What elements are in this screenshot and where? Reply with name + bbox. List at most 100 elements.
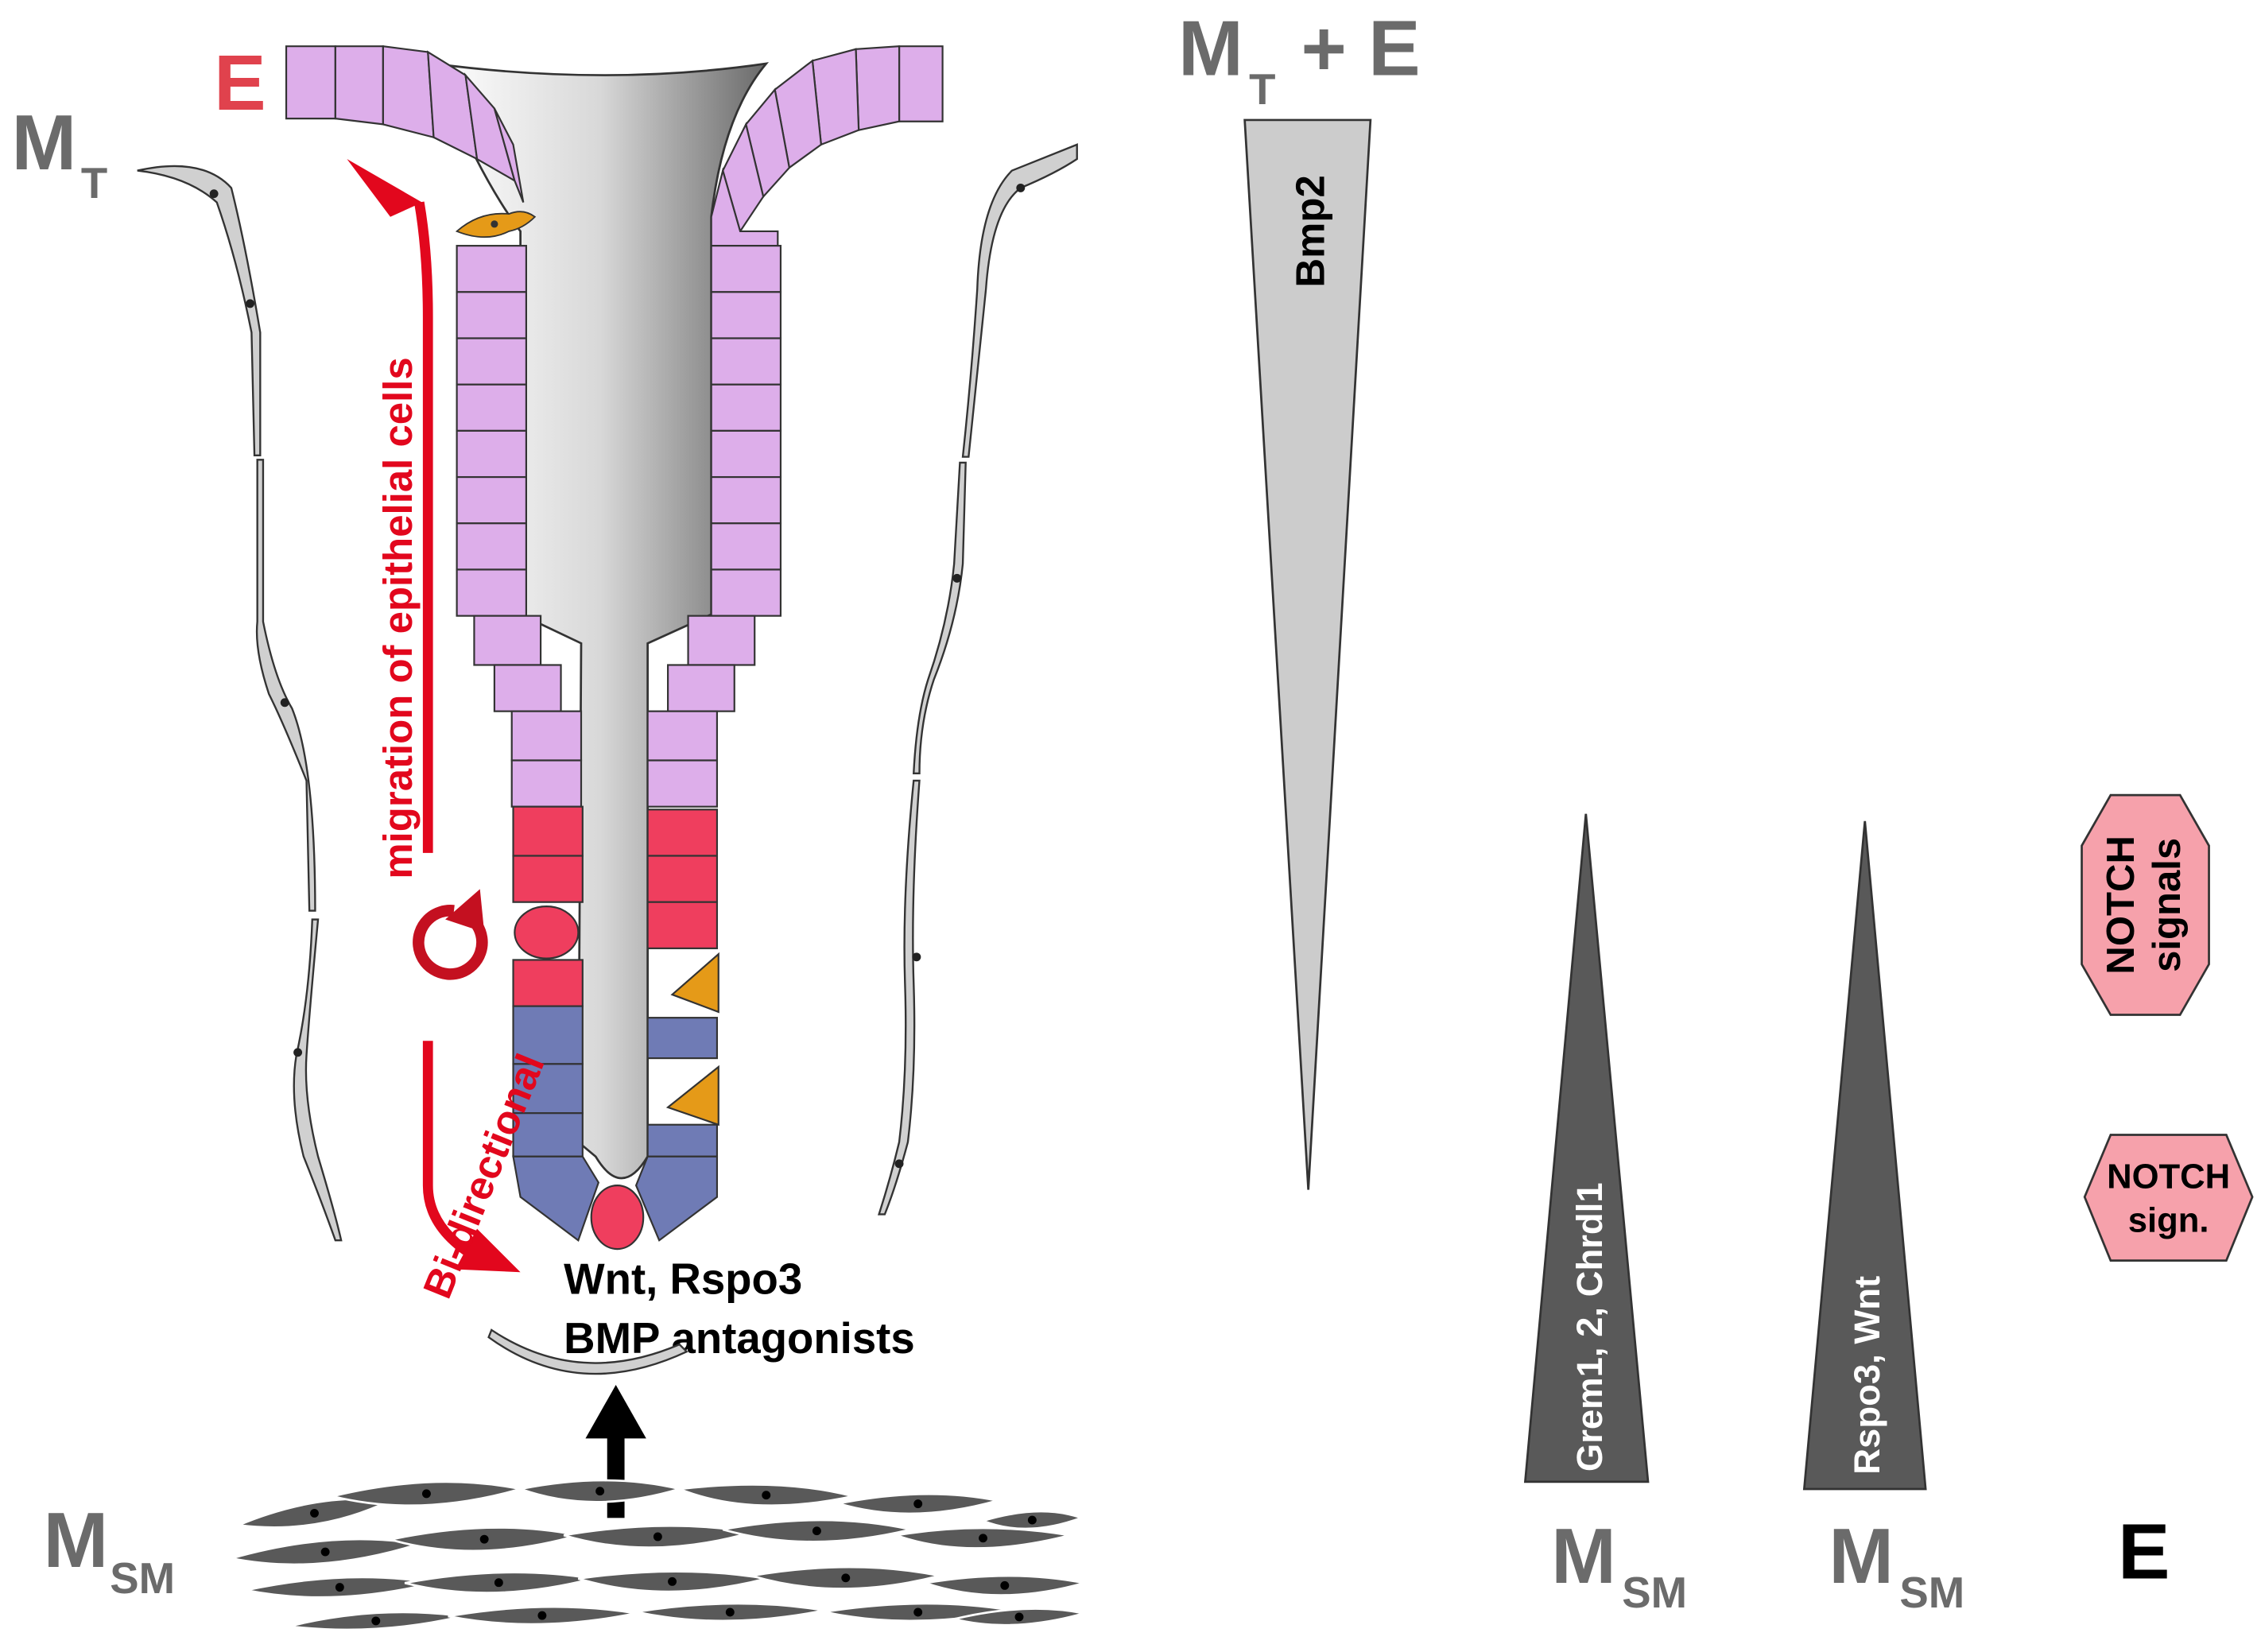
smooth-muscle-nucleus <box>421 1489 431 1499</box>
migration-arrow <box>347 159 521 1273</box>
bmp-antagonists-gradient <box>1523 813 1650 1483</box>
epithelial-cell <box>710 383 782 432</box>
paneth-cell <box>665 1064 719 1127</box>
smooth-muscle-layer <box>231 1479 1085 1631</box>
epithelial-cell-layer <box>285 45 944 1251</box>
pericryptal-cell <box>487 1328 688 1375</box>
epithelial-cell <box>456 337 527 386</box>
paneth-cell <box>670 952 719 1014</box>
epithelium-label: E <box>214 39 266 126</box>
epithelial-cell <box>493 664 562 712</box>
mt-label-main: M <box>12 99 77 186</box>
telocyte-left-lower <box>293 918 343 1242</box>
epithelial-cell <box>710 475 782 525</box>
epithelial-cell <box>898 45 944 122</box>
notch-signals-lower <box>2083 1134 2254 1262</box>
epithelial-cell <box>646 710 719 762</box>
smooth-muscle-nucleus <box>537 1611 547 1620</box>
epithelial-cell <box>334 45 384 126</box>
epithelial-cell <box>382 45 435 139</box>
epithelial-cell <box>510 710 583 762</box>
smooth-muscle-nucleus <box>371 1616 381 1626</box>
transit-amplifying-cell <box>646 901 719 949</box>
stem-cell <box>512 1112 584 1158</box>
circular-arrow-icon <box>413 889 488 980</box>
msm-label-sub: SM <box>110 1554 175 1603</box>
epithelial-cell <box>456 383 527 432</box>
notch-lower-line1: NOTCH <box>2107 1158 2230 1196</box>
mt-e-label-sub: T <box>1249 65 1275 114</box>
notch-signals-upper <box>2081 793 2210 1016</box>
telocyte-right-middle <box>912 461 967 775</box>
e-label-bottom: E <box>2118 1508 2170 1596</box>
smooth-muscle-nucleus <box>913 1607 923 1617</box>
epithelial-cell <box>473 615 542 666</box>
msm-label-1-main: M <box>1551 1512 1616 1600</box>
transit-amplifying-cell <box>646 809 719 857</box>
signals-line2: BMP antagonists <box>564 1314 915 1363</box>
telocyte-nuclei <box>209 183 1026 1169</box>
smooth-muscle-nucleus <box>1027 1515 1037 1525</box>
smooth-muscle-nucleus <box>913 1499 923 1509</box>
rspo-wnt-gradient <box>1802 820 1927 1491</box>
rspo-wnt-label: Rspo3, Wnt <box>1847 1276 1887 1475</box>
stem-cell <box>634 1155 719 1242</box>
mt-label-sub: T <box>81 159 107 207</box>
smooth-muscle-nucleus <box>762 1491 771 1500</box>
epithelial-cell <box>510 759 583 808</box>
smooth-muscle-nucleus <box>595 1487 605 1496</box>
smooth-muscle-nucleus <box>479 1534 489 1544</box>
epithelial-cell <box>493 107 525 203</box>
epithelial-cell <box>710 291 782 339</box>
smooth-muscle-nucleus <box>979 1534 987 1543</box>
smooth-muscle-nucleus <box>1000 1580 1010 1590</box>
smooth-muscle-nucleus <box>668 1576 677 1586</box>
telocyte-right-lower <box>877 779 921 1216</box>
bmp2-gradient <box>1243 118 1372 1190</box>
epithelial-cell <box>285 45 336 120</box>
epithelial-cell <box>456 522 527 571</box>
smooth-muscle-nucleus <box>1014 1612 1024 1622</box>
epithelial-cell <box>646 759 719 808</box>
notch-upper-line2: signals <box>2146 838 2189 972</box>
smooth-muscle-nucleus <box>725 1607 735 1617</box>
epithelial-cell <box>710 568 782 617</box>
bmp2-label: Bmp2 <box>1288 175 1333 287</box>
mt-e-label-main: M <box>1178 5 1243 92</box>
epithelial-cell <box>456 475 527 525</box>
telocyte-right-upper <box>961 143 1078 458</box>
epithelial-cell <box>456 429 527 479</box>
signals-line1: Wnt, Rspo3 <box>564 1255 802 1303</box>
telocytes <box>137 143 1078 1242</box>
epithelial-cell <box>456 291 527 339</box>
epithelial-cell <box>667 664 735 712</box>
telocyte-left-upper <box>137 165 262 456</box>
transit-amplifying-cell <box>512 805 584 857</box>
notch-lower-line2: sign. <box>2128 1200 2209 1239</box>
tuft-cell-icon <box>455 211 537 238</box>
transit-amplifying-cell <box>512 855 584 903</box>
mt-e-label-rest: + E <box>1279 5 1420 92</box>
msm-label-2-sub: SM <box>1899 1569 1964 1617</box>
transit-amplifying-cell <box>512 959 584 1007</box>
epithelial-cell <box>855 45 901 132</box>
epithelial-cell <box>687 615 756 666</box>
smooth-muscle-nucleus <box>653 1532 662 1541</box>
epithelial-cell <box>710 429 782 479</box>
stem-cell <box>512 1063 584 1115</box>
migration-label: migration of epithelial cells <box>375 357 421 878</box>
stem-cell <box>512 1155 600 1242</box>
smooth-muscle-nucleus <box>335 1583 344 1592</box>
epithelial-cell <box>710 522 782 571</box>
stem-cell <box>646 1017 719 1060</box>
msm-label-main: M <box>44 1496 109 1584</box>
paneth-cells <box>665 952 719 1127</box>
epithelial-cell <box>710 245 782 293</box>
smooth-muscle-nucleus <box>812 1526 821 1536</box>
msm-label-2-main: M <box>1829 1512 1894 1600</box>
smooth-muscle-nucleus <box>310 1508 319 1518</box>
stem-cell <box>646 1123 719 1158</box>
smooth-muscle-nucleus <box>841 1573 851 1583</box>
epithelial-cell <box>456 568 527 617</box>
